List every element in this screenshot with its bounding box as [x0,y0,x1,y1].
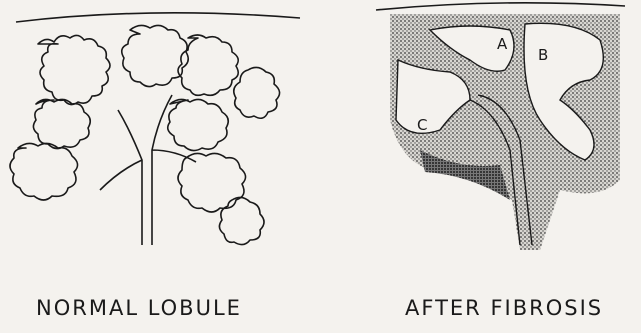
acinus-upper-left [38,35,110,104]
acinus-lower-left [10,143,78,200]
acinus-upper-center [122,25,189,86]
fibrosis-top-line [376,3,625,10]
acinus-middle-left [33,99,90,148]
acinus-middle-right [168,99,229,150]
acinus-bottom-right [219,197,264,244]
acinus-lower-right [178,153,246,212]
caption-normal-lobule: NORMAL LOBULE [36,296,242,320]
lobule-capsule-line [16,13,300,22]
acinus-far-right [234,67,280,118]
label-region-b: B [538,46,548,64]
label-region-c: C [417,116,427,134]
caption-after-fibrosis: AFTER FIBROSIS [405,296,603,320]
label-region-a: A [497,35,507,53]
normal-lobule-illustration [10,13,300,245]
